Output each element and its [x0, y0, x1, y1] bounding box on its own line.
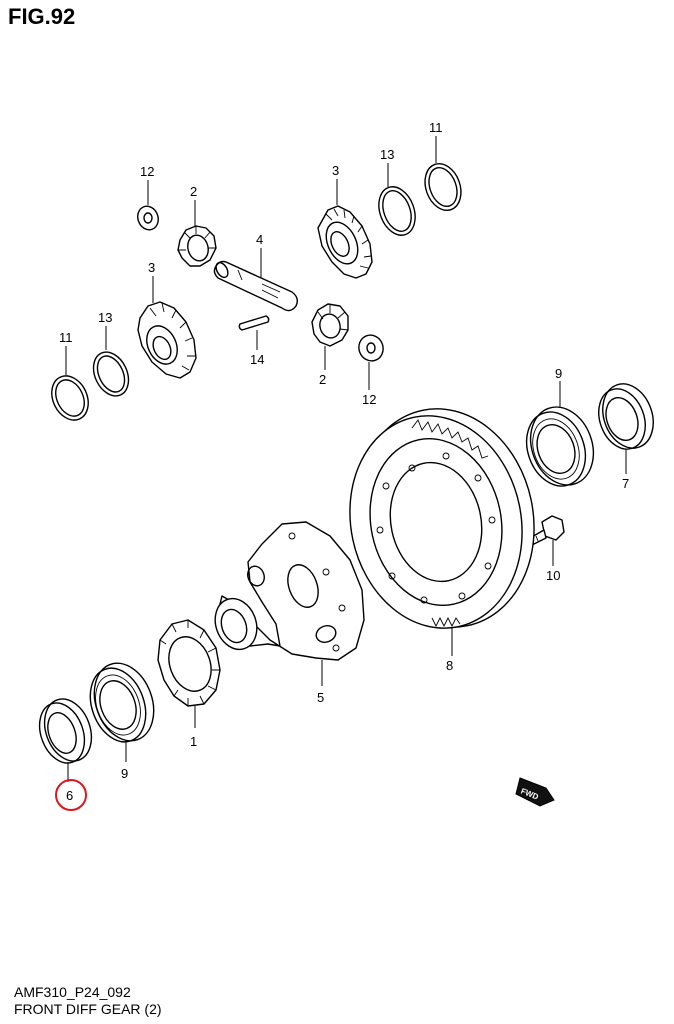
callout-2-upper: 2	[190, 184, 197, 199]
part-8-ring-gear[interactable]	[331, 392, 554, 644]
callout-13-upper: 13	[380, 147, 394, 162]
callout-3-left: 3	[148, 260, 155, 275]
callout-2-lower: 2	[319, 372, 326, 387]
part-12-washer-lower[interactable]	[355, 332, 386, 365]
figure-title: FIG.92	[8, 4, 76, 29]
diagram-code: AMF310_P24_092	[14, 984, 131, 1000]
part-9-bearing-right[interactable]	[517, 398, 604, 494]
callout-1: 1	[190, 734, 197, 749]
callout-10: 10	[546, 568, 560, 583]
part-3-side-gear-left[interactable]	[137, 301, 197, 379]
callout-8: 8	[446, 658, 453, 673]
part-6-oil-seal[interactable]	[32, 692, 100, 769]
part-11-shim-upper[interactable]	[419, 159, 467, 216]
callout-11-left: 11	[59, 330, 73, 345]
callout-12-lower: 12	[362, 392, 376, 407]
callout-13-left: 13	[98, 310, 112, 325]
callout-14: 14	[250, 352, 264, 367]
part-4-pinion-shaft[interactable]	[213, 260, 299, 312]
diagram-caption: FRONT DIFF GEAR (2)	[14, 1001, 162, 1017]
callout-9-left: 9	[121, 766, 128, 781]
highlight-circle	[55, 779, 87, 811]
footer: AMF310_P24_092 FRONT DIFF GEAR (2)	[14, 984, 162, 1018]
part-3-side-gear-upper[interactable]	[317, 205, 373, 279]
callout-3-upper: 3	[332, 163, 339, 178]
callout-12-upper: 12	[140, 164, 154, 179]
part-13-shim-left[interactable]	[87, 346, 135, 401]
ring-gear-bolt-holes	[376, 452, 496, 604]
part-14-pin[interactable]	[238, 315, 270, 331]
callout-7: 7	[622, 476, 629, 491]
callout-11-upper: 11	[429, 120, 443, 135]
callout-6: 6	[66, 788, 73, 803]
part-11-shim-left[interactable]	[45, 370, 95, 426]
callout-5: 5	[317, 690, 324, 705]
part-5-differential-case[interactable]	[208, 521, 365, 661]
fwd-direction-arrow: FWD	[515, 777, 555, 807]
part-13-shim-upper[interactable]	[372, 182, 421, 241]
part-12-washer-upper[interactable]	[134, 203, 161, 232]
part-1-lock-plate[interactable]	[157, 619, 221, 707]
part-2-pinion-gear-upper[interactable]	[177, 225, 217, 267]
part-7-oil-seal[interactable]	[591, 377, 662, 456]
callout-4: 4	[256, 232, 263, 247]
part-2-pinion-gear-lower[interactable]	[311, 303, 349, 347]
callout-9-right: 9	[555, 366, 562, 381]
part-9-bearing-left[interactable]	[81, 655, 164, 750]
